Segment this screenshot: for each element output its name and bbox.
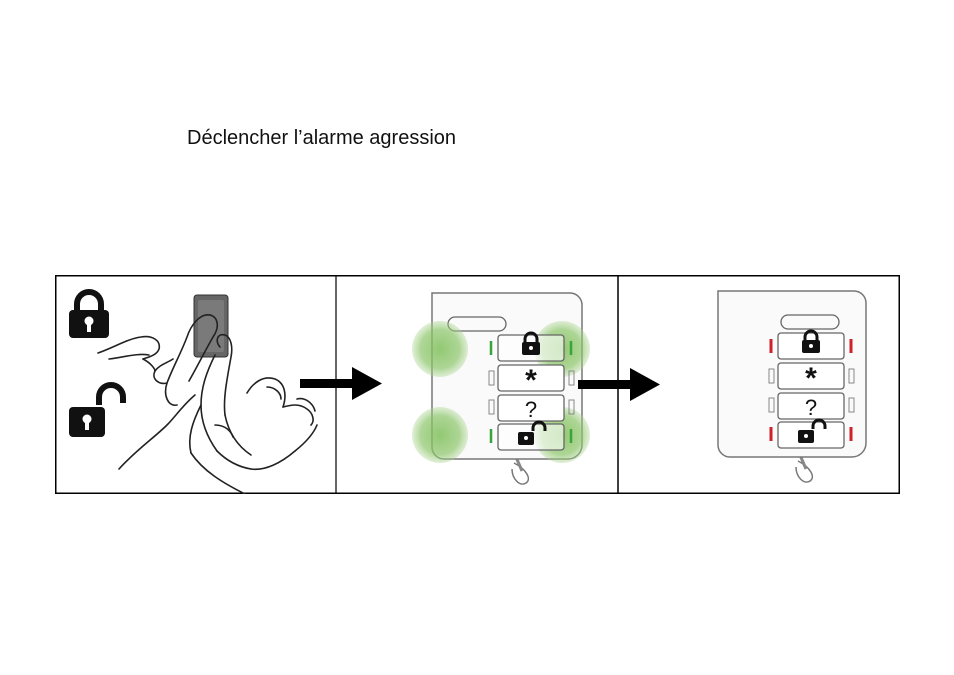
keyfob-edge xyxy=(194,295,228,357)
step-3-panel: * ? xyxy=(618,275,900,494)
step-1-panel xyxy=(55,275,336,494)
question-key-label: ? xyxy=(805,395,817,420)
lock-icon xyxy=(69,292,109,338)
page-title: Déclencher l’alarme agression xyxy=(187,127,456,150)
unlock-icon xyxy=(69,385,123,437)
instruction-strip: * ? xyxy=(55,275,900,494)
question-key-label: ? xyxy=(525,397,537,422)
star-key-label: * xyxy=(805,362,817,395)
star-key-label: * xyxy=(525,364,537,397)
step-2-panel: * ? xyxy=(336,275,618,494)
